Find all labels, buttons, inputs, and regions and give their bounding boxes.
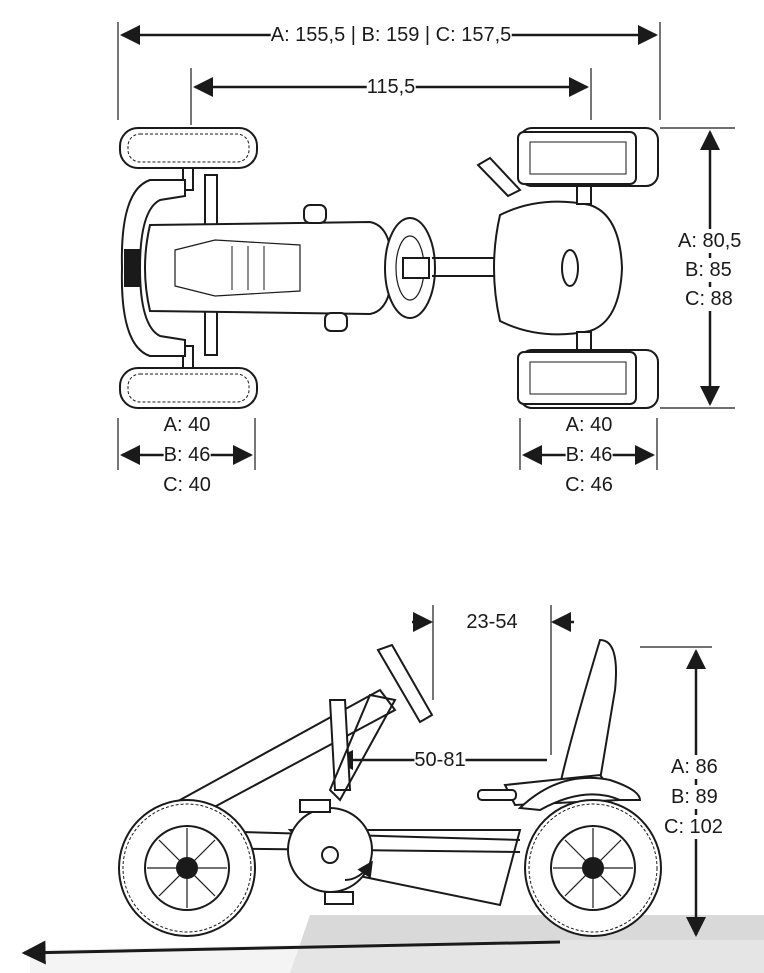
width-label-a: A: 80,5 bbox=[678, 229, 742, 253]
rear-fender bbox=[517, 776, 642, 812]
rear-track-label-b: B: 46 bbox=[565, 443, 613, 467]
width-label-c: C: 88 bbox=[685, 287, 733, 311]
height-label-c: C: 102 bbox=[664, 815, 723, 839]
seat bbox=[493, 200, 624, 336]
top-extension-lines bbox=[117, 22, 735, 470]
overall-length-label: A: 155,5 | B: 159 | C: 157,5 bbox=[270, 23, 512, 47]
wheelbase-label: 115,5 bbox=[366, 75, 416, 99]
top-view-kart bbox=[119, 127, 659, 409]
direction-arrow bbox=[21, 940, 561, 965]
front-track-label-c: C: 40 bbox=[163, 473, 211, 497]
side-seat bbox=[558, 638, 617, 787]
front-wheel-side bbox=[118, 799, 256, 937]
kart-body bbox=[144, 220, 394, 316]
width-label-b: B: 85 bbox=[685, 258, 732, 282]
front-bumper bbox=[120, 179, 186, 357]
rear-track-label-c: C: 46 bbox=[565, 473, 613, 497]
side-frame bbox=[177, 688, 397, 814]
front-track-label-b: B: 46 bbox=[163, 443, 211, 467]
seat-adjust-label: 23-54 bbox=[466, 610, 518, 634]
height-label-b: B: 89 bbox=[671, 785, 718, 809]
rear-track-label-a: A: 40 bbox=[565, 413, 613, 437]
rear-wheel-side bbox=[524, 799, 662, 937]
side-view-kart bbox=[118, 638, 662, 937]
front-track-label-a: A: 40 bbox=[163, 413, 211, 437]
pedal-reach-label: 50-81 bbox=[414, 748, 466, 772]
height-label-a: A: 86 bbox=[671, 755, 718, 779]
